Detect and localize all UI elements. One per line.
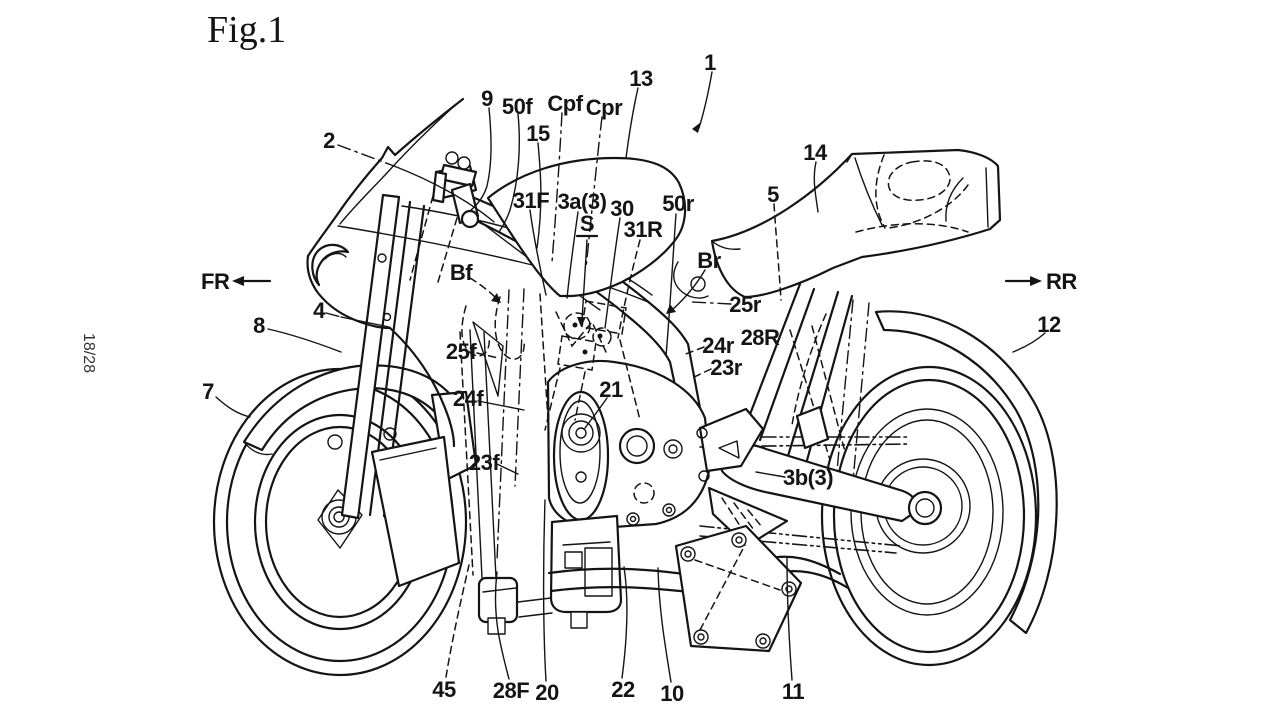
label-30: 30 [610,196,634,221]
label-4: 4 [313,298,326,323]
rear-fender [874,310,1058,635]
front-fork [327,193,461,588]
engine [546,359,850,629]
label-22: 22 [611,677,635,702]
direction-arrows: FR RR [201,269,1078,294]
figure-title: Fig.1 [207,9,286,51]
rr-label: RR [1046,269,1077,294]
label-12: 12 [1037,312,1061,337]
label-25r: 25r [729,292,761,317]
label-10: 10 [660,681,684,706]
label-13: 13 [629,66,653,91]
fr-label: FR [201,269,230,294]
label-Cpf: Cpf [547,91,583,116]
label-20: 20 [535,680,559,705]
label-50r: 50r [662,191,694,216]
fr-arrow-icon [232,276,244,286]
label-3a3: 3a(3) [558,189,607,214]
label-3b3: 3b(3) [783,465,833,490]
label-21: 21 [599,377,623,402]
fuel-tank [486,156,741,298]
front-bracket [459,329,553,635]
label-8: 8 [253,313,265,338]
label-31R: 31R [624,217,663,242]
label-2: 2 [323,128,335,153]
label-7: 7 [202,379,214,404]
reference-labels: 1 2 9 50f Cpf Cpr 13 15 14 5 31F 3a(3) 3… [202,50,1061,706]
label-Br: Br [697,248,721,273]
label-45: 45 [432,677,456,702]
label-Cpr: Cpr [586,95,623,120]
label-23r: 23r [710,355,742,380]
rr-arrow-icon [1030,276,1042,286]
hidden-lines [461,288,641,561]
label-25f: 25f [446,339,477,364]
label-31F: 31F [513,188,549,213]
page-number: 18/28 [80,333,97,373]
pivot-brackets [674,405,830,653]
front-fairing [306,97,653,448]
label-24f: 24f [453,386,484,411]
label-28R: 28R [741,325,780,350]
label-9: 9 [481,86,493,111]
label-Bf: Bf [450,260,473,285]
label-23f: 23f [469,450,500,475]
leader-lines [215,71,1046,683]
label-28F: 28F [493,678,529,703]
label-5: 5 [767,182,779,207]
label-1: 1 [704,50,716,75]
label-S: S [580,211,594,236]
label-50f: 50f [502,94,533,119]
label-14: 14 [803,140,828,165]
label-24r: 24r [702,333,734,358]
label-15: 15 [526,121,550,146]
label-11: 11 [782,679,805,704]
tail-unit [710,148,1002,299]
